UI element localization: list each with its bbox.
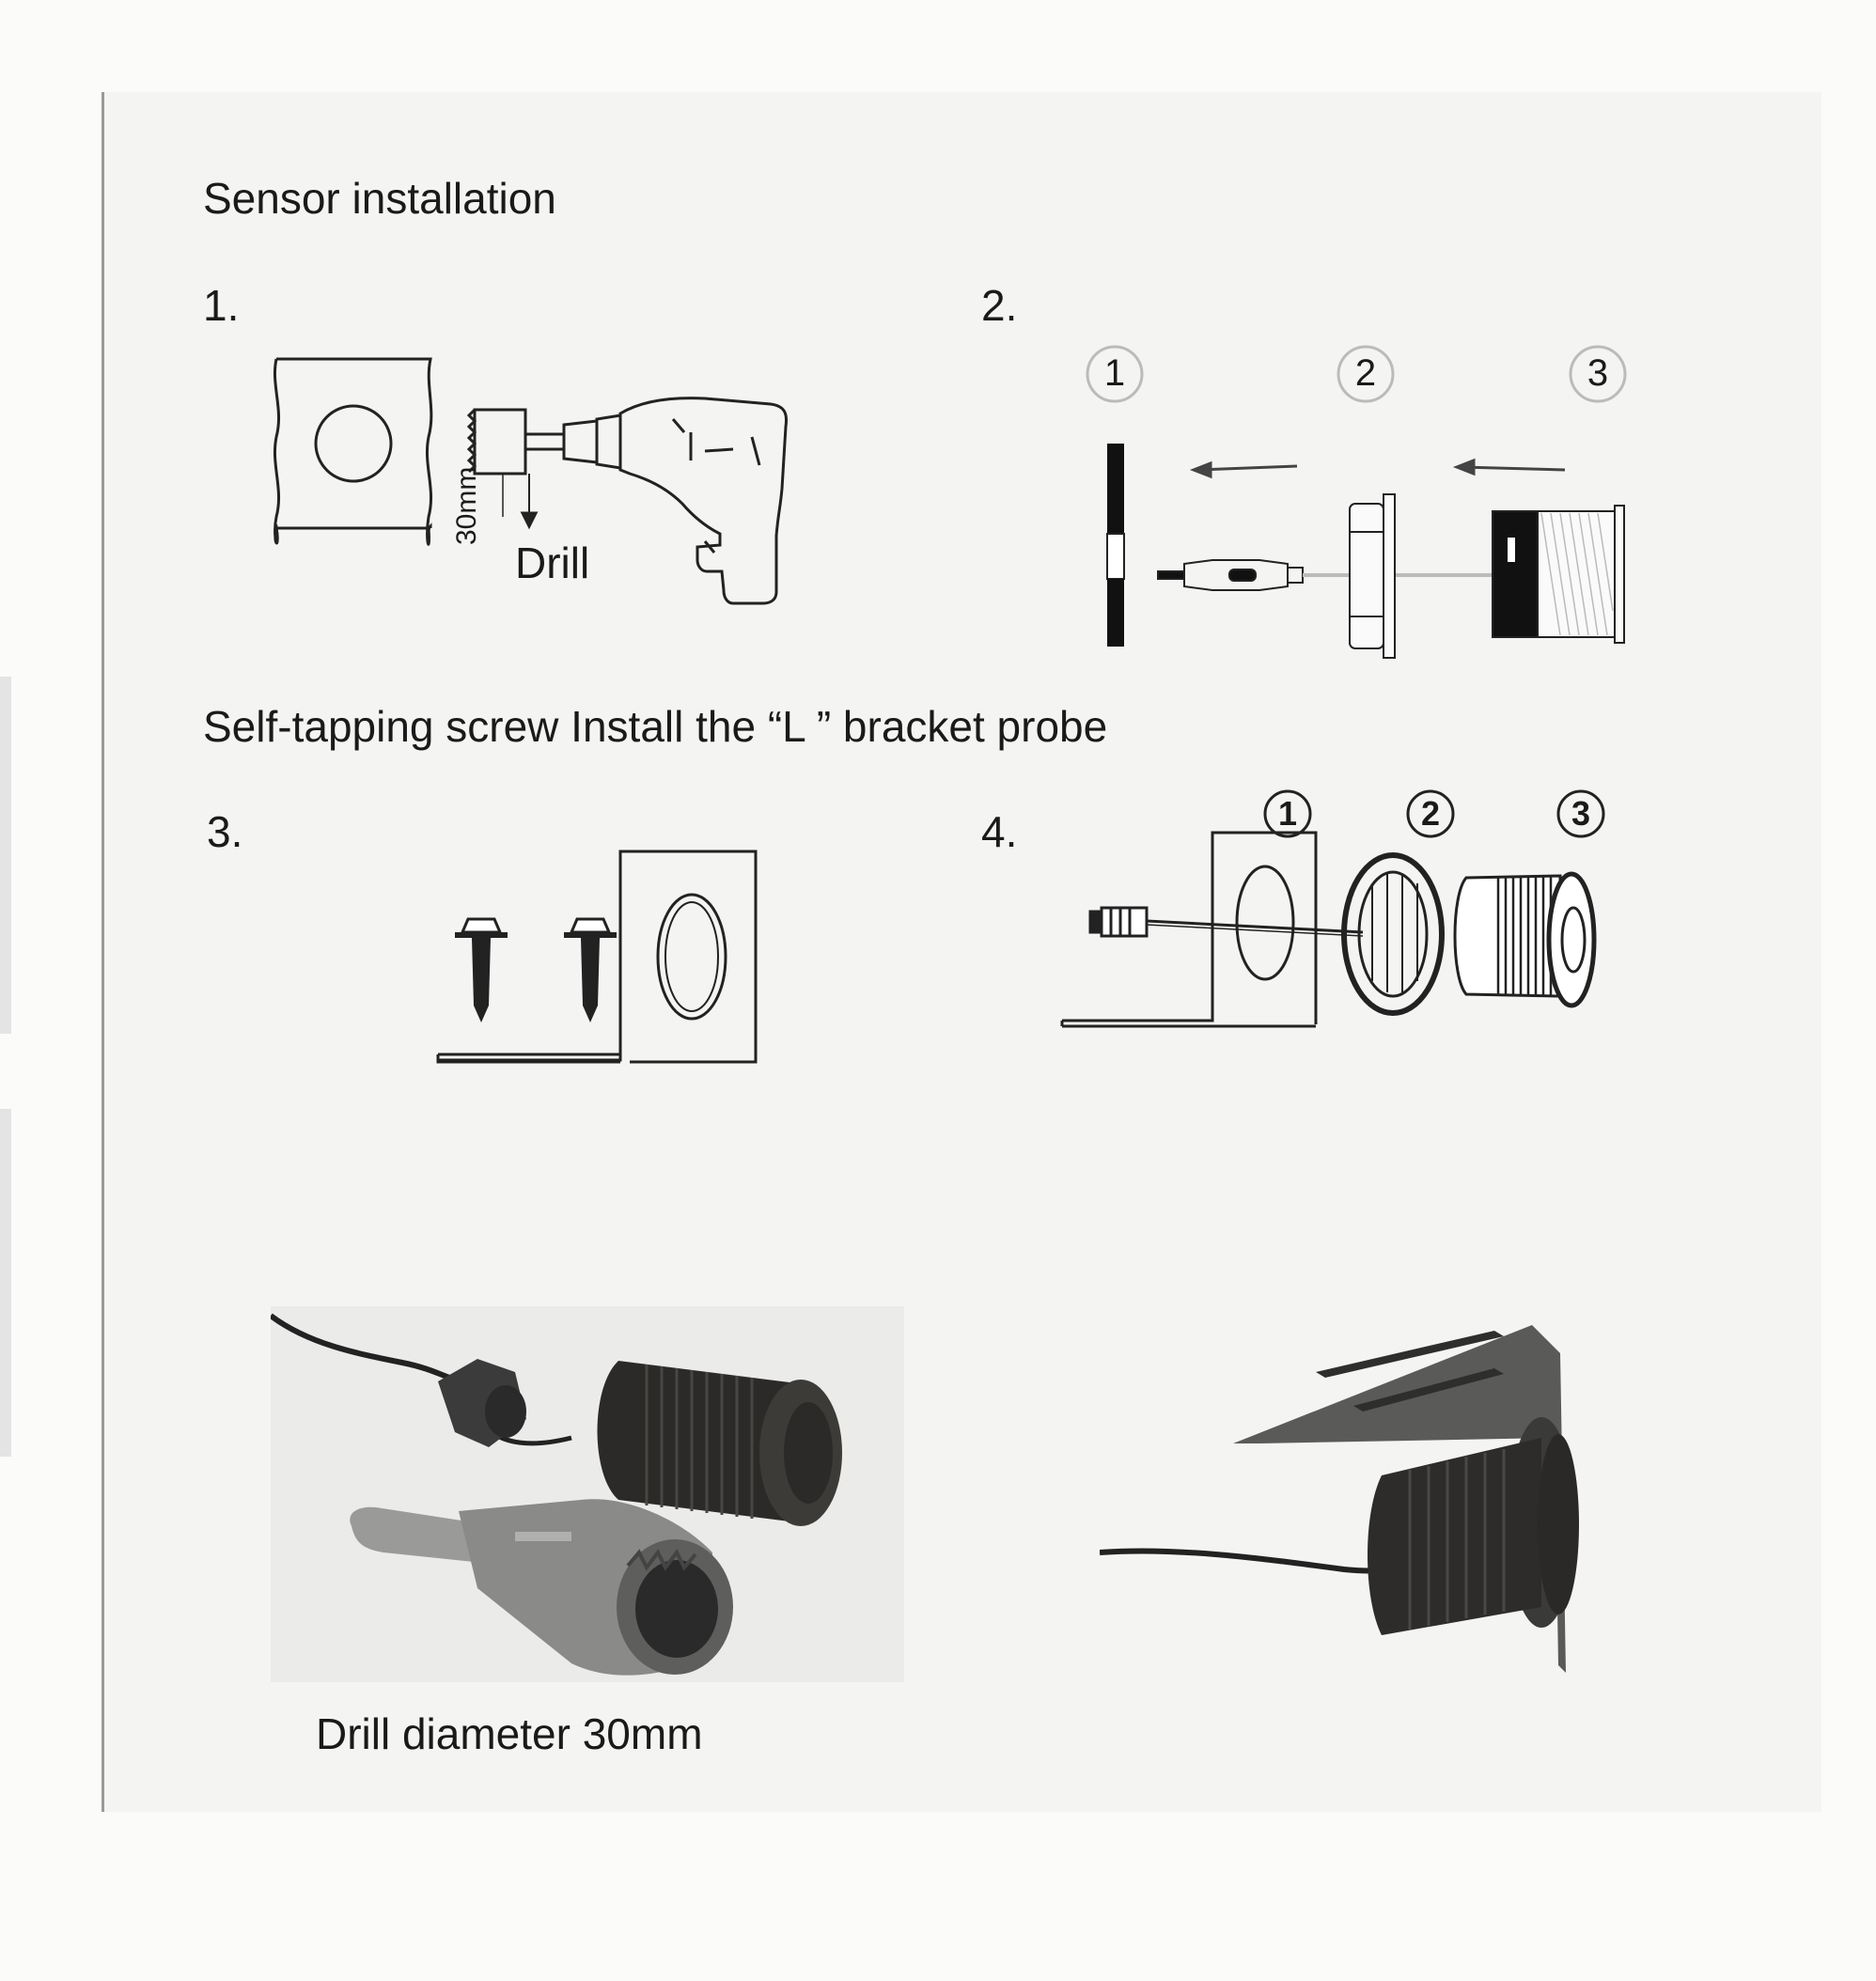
hole-saw-photo: [350, 1499, 733, 1676]
step-4-number: 4.: [981, 807, 1018, 856]
marker-circle-1: [1086, 345, 1144, 403]
sensor-body: [1453, 874, 1562, 998]
left-edge-strip: [0, 1109, 11, 1457]
step-2-exploded-diagram: [1086, 345, 1627, 659]
step-1-number: 1.: [203, 281, 240, 330]
step-3-bracket-diagram: [436, 850, 758, 1064]
drill-diameter-caption: Drill diameter 30mm: [316, 1709, 703, 1758]
self-tapping-screw-1: [455, 917, 508, 1022]
sensor-plug: [1183, 559, 1289, 591]
left-edge-strip: [0, 677, 11, 1034]
step-4-exploded-diagram: [1060, 789, 1605, 1028]
step-4-marker-2: 2: [1420, 794, 1441, 833]
step-4-marker-1: 1: [1277, 794, 1298, 833]
arrow-left-1: [1197, 464, 1298, 472]
step-4-marker-3: 3: [1571, 794, 1591, 833]
drill-label: Drill: [515, 538, 590, 587]
sensor-connector: [1100, 906, 1149, 938]
bumper-section: [1107, 444, 1124, 534]
marker-circle-2: [1337, 345, 1395, 403]
step-2-marker-3: 3: [1587, 352, 1609, 394]
bezel-ring: [1349, 503, 1384, 649]
l-bracket: [436, 850, 758, 1064]
bezel-ring: [1341, 852, 1445, 1016]
step-2-marker-2: 2: [1354, 352, 1377, 394]
sensor-and-hole-saw-photo: [271, 1306, 904, 1682]
sensor-cable: [1100, 1548, 1392, 1574]
arrow-left-2: [1461, 465, 1566, 472]
page-title: Sensor installation: [203, 174, 556, 223]
l-bracket: [1060, 831, 1318, 1028]
marker-circle-2: [1406, 789, 1455, 838]
marker-circle-3: [1556, 789, 1605, 838]
step-2-number: 2.: [981, 281, 1018, 330]
bumper-panel: [276, 357, 433, 546]
bracket-mounted-sensor-photo: [1100, 1325, 1579, 1673]
depth-label: 30mm: [451, 466, 482, 545]
parking-sensor-photo: [597, 1361, 842, 1526]
hole-circle: [314, 404, 393, 483]
step-1-drill-diagram: [273, 357, 789, 605]
marker-circle-1: [1263, 789, 1312, 838]
l-bracket-photo: [1233, 1325, 1566, 1673]
marker-circle-3: [1569, 345, 1627, 403]
bracket-caption: Self-tapping screw Install the “L ” brac…: [203, 702, 1108, 751]
bracket-hole: [656, 893, 727, 1021]
self-tapping-screw-2: [564, 917, 617, 1022]
cable-grommet: [438, 1359, 526, 1447]
step-2-marker-1: 1: [1103, 352, 1126, 394]
panel-left-border: [102, 92, 104, 1812]
step-3-number: 3.: [207, 807, 243, 856]
